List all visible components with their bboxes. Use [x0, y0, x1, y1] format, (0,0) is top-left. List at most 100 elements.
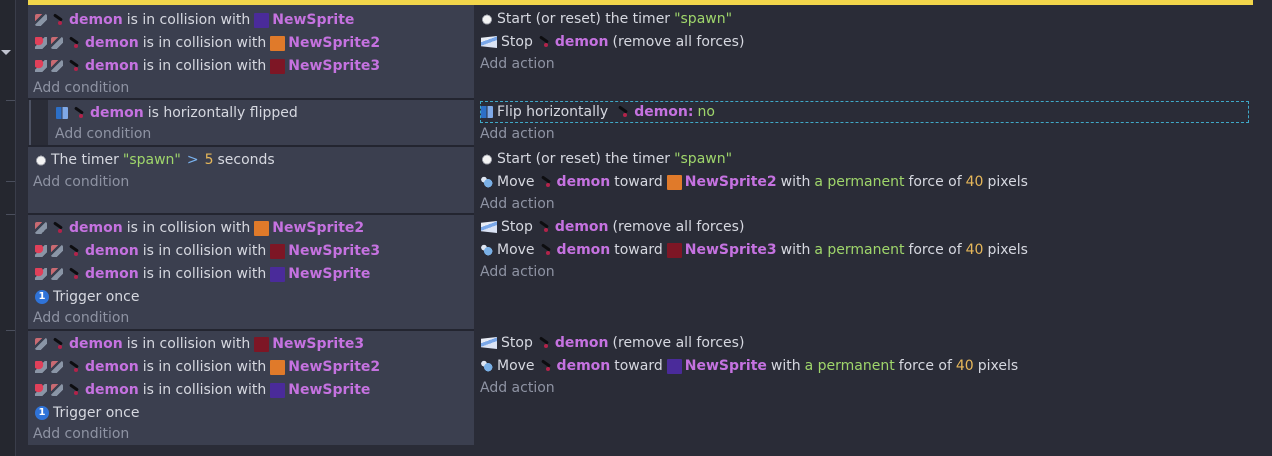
- demon-object-icon: [51, 222, 65, 234]
- flip-value: no: [697, 104, 715, 120]
- add-action-button[interactable]: Add action: [480, 126, 555, 142]
- condition-row[interactable]: demon is in collision with NewSprite3: [35, 241, 380, 261]
- collision-icon: [51, 37, 63, 49]
- object-name: demon: [85, 243, 139, 259]
- add-condition-button[interactable]: Add condition: [33, 310, 130, 326]
- object-name: demon: [85, 359, 139, 375]
- action-row[interactable]: Move demon toward NewSprite with a perma…: [481, 356, 1018, 376]
- add-action-button[interactable]: Add action: [480, 264, 555, 280]
- object-name: NewSprite3: [684, 242, 777, 258]
- newsprite3-object-icon: [254, 336, 270, 352]
- add-condition-button[interactable]: Add condition: [33, 80, 130, 96]
- newsprite2-object-icon: [270, 359, 286, 375]
- demon-object-icon: [537, 221, 551, 233]
- stop-icon: [481, 337, 497, 349]
- action-row[interactable]: Flip horizontally demon: no: [481, 102, 715, 122]
- object-name: demon: [69, 220, 123, 236]
- object-name: demon: [554, 335, 609, 351]
- add-condition-button[interactable]: Add condition: [33, 174, 130, 190]
- timer-icon: [481, 13, 493, 25]
- condition-row[interactable]: The timer "spawn" > 5 seconds: [35, 150, 275, 170]
- condition-text: is in collision with: [142, 266, 267, 282]
- object-name: demon: [556, 174, 611, 190]
- gutter-tick: [6, 330, 15, 331]
- action-row[interactable]: Move demon toward NewSprite2 with a perm…: [481, 172, 1028, 192]
- conditions-pane: [28, 331, 474, 445]
- event-4[interactable]: demon is in collision with NewSprite2 de…: [16, 215, 1253, 329]
- action-text: Flip horizontally: [497, 104, 609, 120]
- collision-icon: [51, 245, 63, 257]
- action-text: pixels: [977, 358, 1019, 374]
- condition-row[interactable]: demon is in collision with NewSprite: [35, 264, 370, 284]
- condition-row[interactable]: demon is in collision with NewSprite3: [35, 56, 380, 76]
- action-text: force of: [898, 358, 952, 374]
- action-text: (remove all forces): [612, 219, 745, 235]
- stop-icon: [481, 221, 497, 233]
- demon-object-icon: [539, 244, 553, 256]
- collision-icon: [51, 60, 63, 72]
- newsprite2-object-icon: [254, 220, 270, 236]
- condition-row[interactable]: demon is in collision with NewSprite: [35, 380, 370, 400]
- object-name: NewSprite: [272, 12, 355, 28]
- condition-row[interactable]: demon is in collision with NewSprite2: [35, 357, 380, 377]
- demon-object-icon: [67, 384, 81, 396]
- action-row[interactable]: Move demon toward NewSprite3 with a perm…: [481, 240, 1028, 260]
- object-name: NewSprite3: [288, 58, 381, 74]
- condition-row[interactable]: 1 Trigger once: [35, 287, 139, 307]
- condition-row[interactable]: 1 Trigger once: [35, 403, 139, 423]
- collision-icon: [51, 361, 63, 373]
- condition-text: is in collision with: [126, 12, 251, 28]
- action-text: pixels: [987, 174, 1028, 190]
- selected-event-highlight: [28, 0, 1253, 5]
- object-name: demon: [554, 219, 609, 235]
- condition-row[interactable]: demon is in collision with NewSprite2: [35, 33, 380, 53]
- newsprite-object-icon: [270, 382, 286, 398]
- collapse-arrow-icon[interactable]: [1, 50, 11, 55]
- newsprite2-object-icon: [666, 174, 682, 190]
- add-condition-button[interactable]: Add condition: [33, 426, 130, 442]
- conditions-pane: [28, 147, 474, 213]
- collision-icon: [51, 268, 63, 280]
- action-row[interactable]: Stop demon (remove all forces): [481, 333, 744, 353]
- timer-name: "spawn": [674, 11, 733, 27]
- collision-icon: [35, 222, 47, 234]
- add-action-button[interactable]: Add action: [480, 56, 555, 72]
- subevent-indent: [29, 100, 31, 145]
- event-divider: [28, 145, 474, 147]
- stop-icon: [481, 36, 497, 48]
- object-name: demon: [556, 358, 611, 374]
- action-row[interactable]: Stop demon (remove all forces): [481, 217, 744, 237]
- add-action-button[interactable]: Add action: [480, 196, 555, 212]
- object-name: NewSprite3: [272, 336, 365, 352]
- collision-icon: [35, 338, 47, 350]
- action-text: toward: [614, 358, 663, 374]
- condition-row[interactable]: demon is in collision with NewSprite: [35, 10, 354, 30]
- gutter-tick: [6, 100, 15, 101]
- add-condition-button[interactable]: Add condition: [55, 126, 152, 142]
- newsprite2-object-icon: [270, 35, 286, 51]
- object-name: demon: [85, 266, 139, 282]
- conditions-pane: [28, 5, 474, 98]
- action-text: toward: [614, 174, 663, 190]
- add-action-button[interactable]: Add action: [480, 380, 555, 396]
- not-collision-icon: [35, 245, 47, 257]
- event-3[interactable]: The timer "spawn" > 5 seconds Add condit…: [16, 147, 1253, 213]
- action-row[interactable]: Start (or reset) the timer "spawn": [481, 149, 732, 169]
- condition-row[interactable]: demon is horizontally flipped: [56, 103, 298, 123]
- event-5[interactable]: demon is in collision with NewSprite3 de…: [16, 331, 1253, 445]
- not-collision-icon: [35, 60, 47, 72]
- newsprite-object-icon: [666, 358, 682, 374]
- demon-object-icon: [539, 360, 553, 372]
- action-row[interactable]: Start (or reset) the timer "spawn": [481, 9, 732, 29]
- event-2-subevent[interactable]: demon is horizontally flipped Add condit…: [16, 100, 1253, 145]
- action-text: pixels: [987, 242, 1028, 258]
- not-collision-icon: [35, 361, 47, 373]
- object-name: NewSprite2: [684, 174, 777, 190]
- action-text: toward: [614, 242, 663, 258]
- condition-row[interactable]: demon is in collision with NewSprite2: [35, 218, 364, 238]
- action-row[interactable]: Stop demon (remove all forces): [481, 32, 744, 52]
- object-name: demon: [69, 336, 123, 352]
- newsprite-object-icon: [270, 266, 286, 282]
- condition-row[interactable]: demon is in collision with NewSprite3: [35, 334, 364, 354]
- event-1[interactable]: demon is in collision with NewSprite dem…: [16, 5, 1253, 98]
